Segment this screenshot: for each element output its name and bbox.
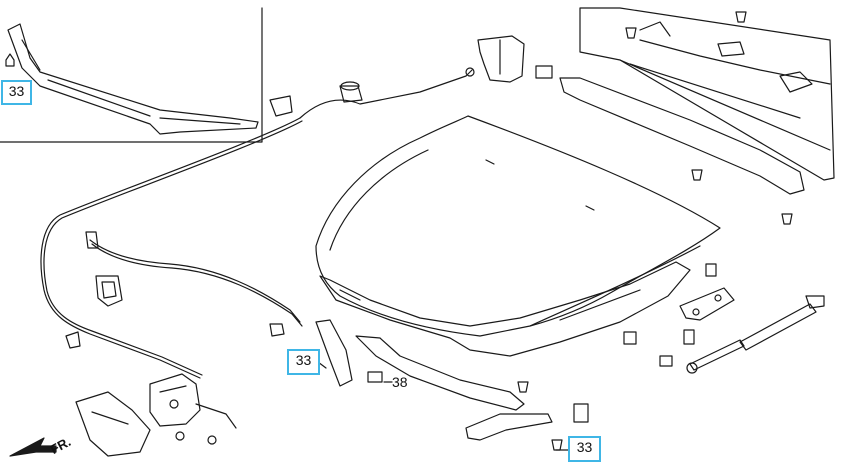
hood-seal-strip [7,23,259,135]
release-cable [85,231,303,327]
clip-icon [5,53,15,67]
clip-icon [551,439,563,451]
cowl-seal [559,77,805,195]
part-label-38: 38 [392,374,408,390]
latch-cover [75,391,151,457]
hood-front-brace [315,319,353,387]
hood-latch [149,373,237,445]
hood-release-handle [95,275,123,307]
bolt-icon [683,329,695,345]
leader-line [317,361,569,451]
stopper-icon [367,371,383,383]
grommet-icon [339,81,363,103]
hood-hinge [477,35,553,83]
bolt-icon [705,263,717,277]
cowl-panel [579,7,835,181]
bolt-icon [623,331,637,345]
hood-support-strut [686,295,825,374]
clip-icon [269,95,293,117]
clip-icon [691,169,703,181]
hood-lower-seal [355,335,525,411]
part-callout-33[interactable]: 33 [568,436,601,462]
bolt-icon [659,355,673,367]
hood-inner-frame [319,261,691,357]
hinge-bracket [679,287,735,321]
inset-frame [0,7,263,143]
clip-icon [781,213,793,225]
clip-icon [735,11,747,23]
clip-icon [517,381,529,393]
front-direction-arrow-icon [9,437,57,457]
hood-release-cable [40,67,475,379]
part-callout-33[interactable]: 33 [1,80,32,105]
stopper-icon [573,403,589,423]
grille-bracket [465,413,553,441]
part-callout-33[interactable]: 33 [287,349,320,375]
clip-icon [65,331,81,349]
clip-icon [625,27,637,39]
bolt-icon [269,323,285,337]
